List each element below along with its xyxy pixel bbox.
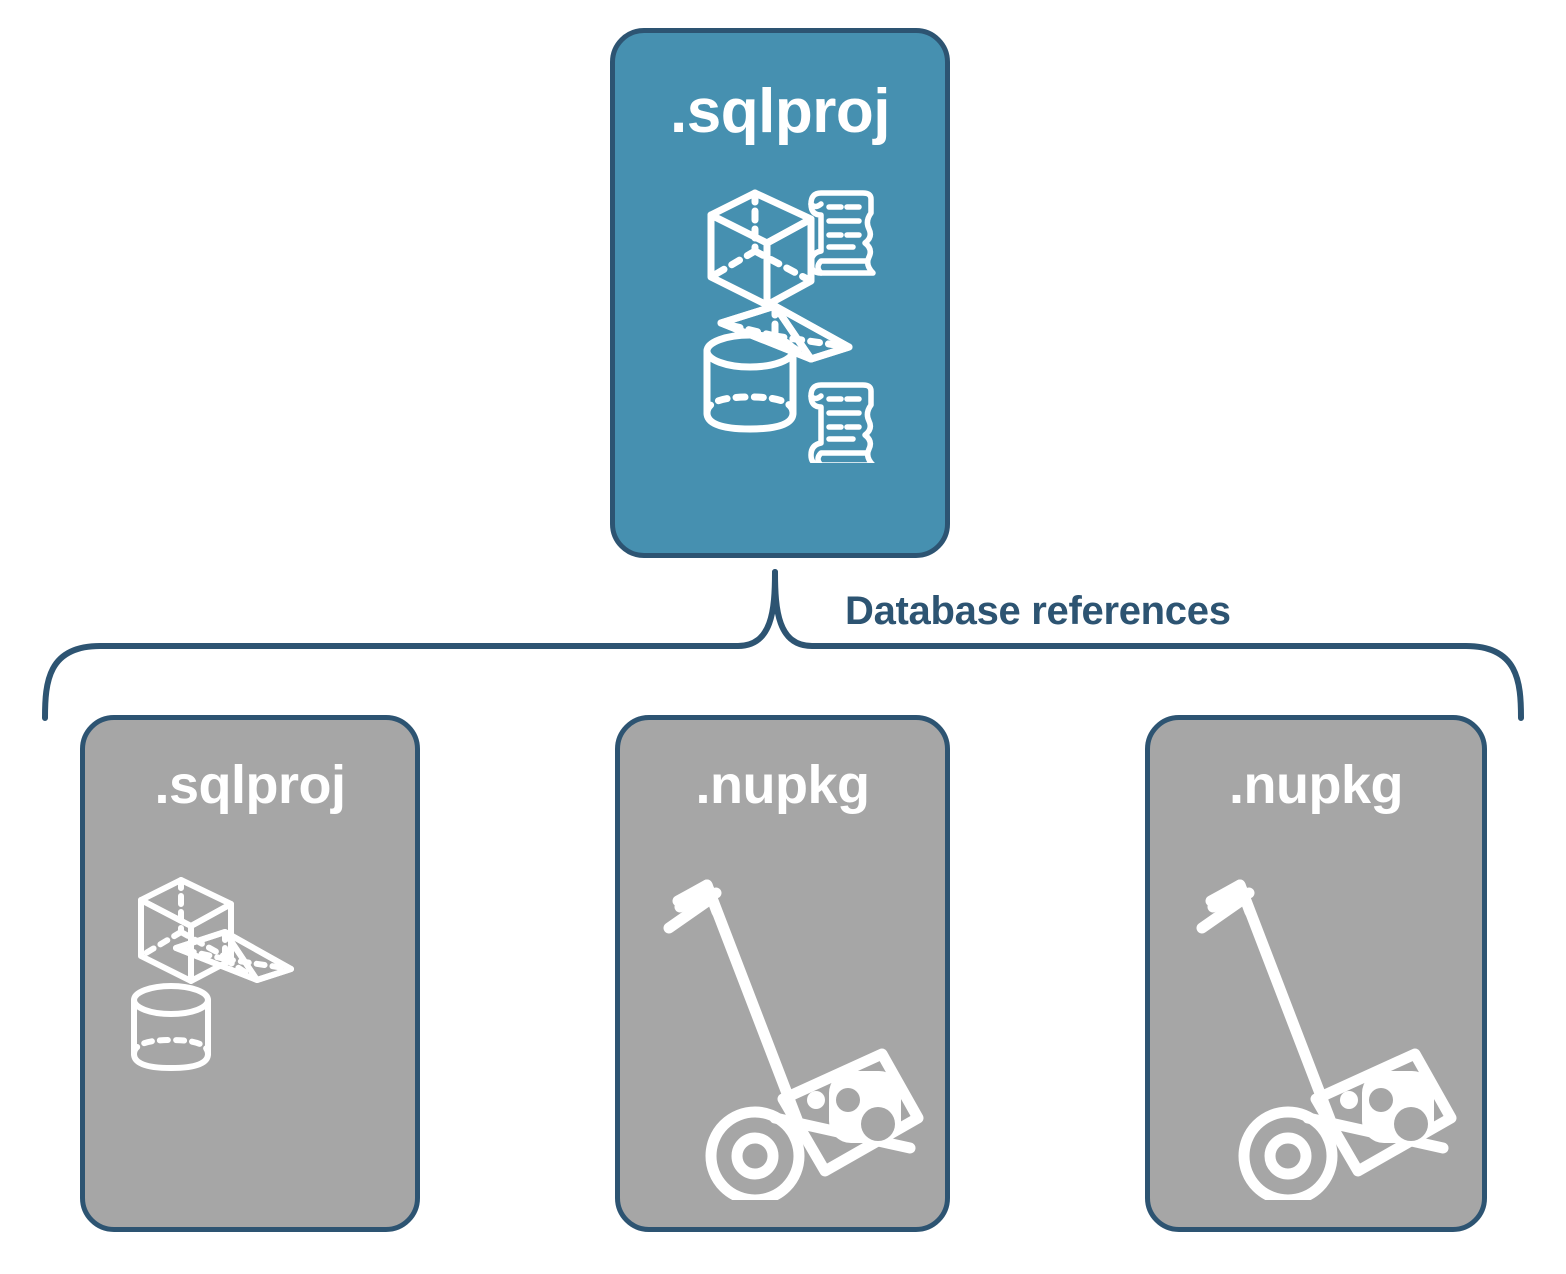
- hand-truck-package-icon: [663, 879, 924, 1206]
- scroll-icon: [808, 190, 876, 276]
- package-logo-holes: [836, 1088, 895, 1141]
- node-child-sqlproj-title: .sqlproj: [154, 755, 346, 815]
- node-root-title: .sqlproj: [670, 77, 890, 146]
- hand-truck-svg-2: [1196, 879, 1457, 1206]
- root-shapes-svg: [703, 189, 876, 468]
- node-child-nupkg-2[interactable]: .nupkg: [1145, 715, 1487, 1232]
- scroll-icon: [808, 382, 876, 468]
- hand-truck-svg-1: [663, 879, 924, 1206]
- cylinder-icon: [703, 331, 797, 433]
- node-child-sqlproj-icon-group: [85, 850, 415, 1100]
- node-root-icon-group: [615, 173, 945, 468]
- node-child-nupkg-1-icon-group: [620, 860, 945, 1206]
- node-child-nupkg-2-icon-group: [1150, 860, 1482, 1206]
- node-child-nupkg-1-title: .nupkg: [695, 755, 870, 815]
- cube-icon: [707, 189, 815, 309]
- brace-left-arm: [42, 569, 778, 721]
- child-shapes-svg: [131, 877, 294, 1071]
- pyramid-icon: [173, 929, 294, 983]
- connector-label-database-references: Database references: [845, 589, 1231, 633]
- package-logo-holes: [1369, 1088, 1428, 1141]
- node-child-nupkg-1[interactable]: .nupkg: [615, 715, 950, 1232]
- node-root-sqlproj[interactable]: .sqlproj: [610, 28, 950, 558]
- cylinder-icon: [131, 983, 211, 1071]
- hand-truck-package-icon: [1196, 879, 1457, 1206]
- node-child-nupkg-2-title: .nupkg: [1229, 755, 1403, 815]
- node-child-sqlproj[interactable]: .sqlproj: [80, 715, 420, 1232]
